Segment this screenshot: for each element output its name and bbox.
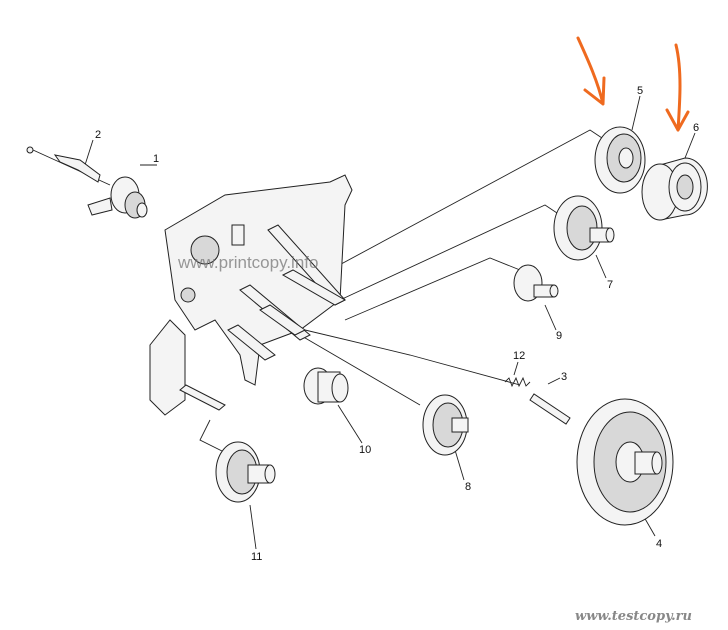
- callout-2: 2: [95, 129, 101, 141]
- callout-10: 10: [359, 444, 371, 456]
- shafts: [179, 224, 347, 411]
- callout-3: 3: [561, 371, 567, 383]
- part-1-bearing: [87, 176, 148, 219]
- annotation-arrows: [576, 36, 690, 132]
- part-12-spring: [504, 376, 531, 388]
- callout-5: 5: [637, 85, 643, 97]
- callout-8: 8: [465, 481, 471, 493]
- part-3-shaft: [529, 393, 571, 425]
- part-5-roller: [594, 126, 646, 194]
- callout-labels: 1 2 3 4 5 6 7 8 9 10 11 12: [95, 85, 699, 563]
- part-4-large-wheel: [576, 398, 674, 526]
- callout-1: 1: [153, 153, 159, 165]
- callout-12: 12: [513, 350, 525, 362]
- part-8-wheel: [422, 394, 469, 456]
- part-10-bushing: [303, 367, 349, 405]
- callout-6: 6: [693, 122, 699, 134]
- part-7-gear: [553, 195, 615, 261]
- callout-4: 4: [656, 538, 662, 550]
- watermark-printcopy: www.printcopy.info: [177, 253, 318, 272]
- watermark-testcopy: www.testcopy.ru: [575, 609, 692, 624]
- part-2-bracket: [26, 146, 101, 183]
- part-9-bushing: [513, 264, 559, 302]
- callout-7: 7: [607, 279, 613, 291]
- arrow-to-part-6: [665, 43, 690, 132]
- callout-9: 9: [556, 330, 562, 342]
- callout-11: 11: [251, 551, 262, 563]
- part-11-wheel: [215, 441, 276, 503]
- side-frame: [149, 174, 353, 416]
- part-6-roller: [641, 157, 708, 221]
- arrow-to-part-5: [576, 36, 606, 106]
